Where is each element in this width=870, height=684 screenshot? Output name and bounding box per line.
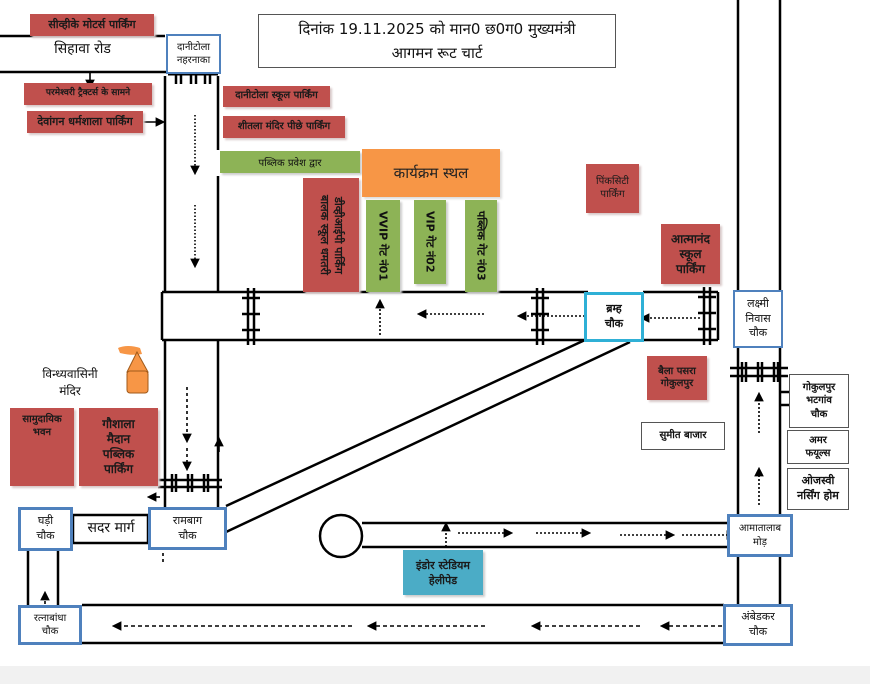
goshala-label-3: पब्लिक xyxy=(102,447,135,461)
rambagh-label-2: चौक xyxy=(178,528,197,542)
ojasvi-label-2: नर्सिंग होम xyxy=(797,489,839,502)
barricade-rambagh xyxy=(158,474,222,492)
laxmi-label-2: निवास xyxy=(745,311,771,325)
parking-samudayik-bhawan: सामुदायिक भवन xyxy=(10,408,74,486)
gokulpur-label-3: चौक xyxy=(810,408,828,420)
balak-school-label-2: डीव्हीआईपी पार्किंग xyxy=(331,196,345,274)
rambagh-label-1: रामबाग xyxy=(172,513,203,527)
atmanand-label-3: पार्किंग xyxy=(675,261,705,276)
chowk-laxmi-niwas: लक्ष्मी निवास चौक xyxy=(733,290,783,348)
vip-gate-label: VIP गेट नं02 xyxy=(423,211,437,273)
sadar-marg-label: सदर मार्ग xyxy=(87,520,135,536)
brahm-label-2: चौक xyxy=(604,317,624,330)
chowk-rathrabandha: रत्नाबांधा चौक xyxy=(18,605,82,645)
parking-danitola-school: दानीटोला स्कूल पार्किंग xyxy=(223,86,330,107)
samudayik-label-1: सामुदायिक xyxy=(22,414,62,425)
diagonal-road xyxy=(225,340,631,534)
public-entry-gate: पब्लिक प्रवेश द्वार xyxy=(220,151,360,173)
diagonal-road xyxy=(225,338,586,508)
ojasvi-label-1: ओजस्वी xyxy=(801,474,835,488)
bela-pasra-label-1: बैला पसरा xyxy=(658,365,696,377)
vvip-gate-label: VVIP गेट नं01 xyxy=(376,211,390,281)
barricade-atmanand xyxy=(698,287,716,345)
atmanand-label-2: स्कूल xyxy=(679,246,702,261)
vindhyavasini-label-1: विन्ध्यवासिनी xyxy=(42,367,98,381)
barricade-main-west xyxy=(242,288,260,345)
vindhyavasini-label-2: मंदिर xyxy=(59,383,81,398)
landmark-gokulpur-chowk: गोकुलपुर भटगांव चौक xyxy=(789,374,849,428)
public-gate: पब्लिक गेट नं03 xyxy=(465,200,497,292)
bela-pasra-label-2: गोकुलपुर xyxy=(660,378,694,389)
karyakram-sthal: कार्यक्रम स्थल xyxy=(362,149,500,197)
gokulpur-label-1: गोकुलपुर xyxy=(802,381,836,393)
ambedkar-label-2: चौक xyxy=(748,625,768,638)
rathrabandha-label-2: चौक xyxy=(41,626,59,637)
footer-bar xyxy=(0,666,870,684)
vip-gate: VIP गेट नं02 xyxy=(414,200,446,284)
laxmi-label-1: लक्ष्मी xyxy=(747,296,769,310)
chowk-ambedkar: अंबेडकर चौक xyxy=(723,604,793,646)
helipad-label-2: हेलीपेड xyxy=(428,573,458,587)
chowk-amatalab: आमातालाब मोड़ xyxy=(727,514,793,557)
public-gate-label: पब्लिक गेट नं03 xyxy=(474,211,488,281)
goshala-label-4: पार्किंग xyxy=(103,462,133,476)
ghadi-label-2: चौक xyxy=(36,529,55,542)
title-line-1: दिनांक 19.11.2025 को मान0 छ0ग0 मुख्यमंत्… xyxy=(298,20,576,38)
chowk-rambagh: रामबाग चौक xyxy=(148,507,227,550)
chowk-danitola-label: दानीटोला नहरनाका xyxy=(176,41,211,67)
atmanand-label-1: आत्मानंद xyxy=(671,231,710,246)
ghadi-label-1: घड़ी xyxy=(37,514,54,528)
helipad-indoor-stadium: इंडोर स्टेडियम हेलीपेड xyxy=(403,550,483,595)
rathrabandha-label-1: रत्नाबांधा xyxy=(33,612,67,624)
gokulpur-label-2: भटगांव xyxy=(806,395,832,407)
parking-dewangan: देवांगन धर्मशाला पार्किंग xyxy=(27,111,143,133)
goshala-label-1: गौशाला xyxy=(102,417,135,431)
landmark-amar-fuels: अमर फयूल्स xyxy=(787,430,849,464)
amar-label-2: फयूल्स xyxy=(805,448,831,459)
temple-icon xyxy=(118,346,149,394)
ambedkar-label-1: अंबेडकर xyxy=(741,610,775,624)
roundabout xyxy=(318,513,364,559)
samudayik-label-2: भवन xyxy=(32,426,52,438)
landmark-sumit-bazar: सुमीत बाजार xyxy=(641,422,725,450)
title-line-2: आगमन रूट चार्ट xyxy=(391,44,483,62)
helipad-label-1: इंडोर स्टेडियम xyxy=(416,558,470,572)
amatalab-label-2: मोड़ xyxy=(753,536,767,548)
pinkcity-label-2: पार्किंग xyxy=(600,188,625,200)
brahm-label-1: ब्रम्ह xyxy=(606,302,622,316)
landmark-vindhyavasini: विन्ध्यवासिनी मंदिर xyxy=(30,366,110,400)
sihawa-road-label: सिहावा रोड xyxy=(54,41,111,57)
amatalab-label-1: आमातालाब xyxy=(738,523,782,534)
amar-label-1: अमर xyxy=(809,434,827,446)
laxmi-label-3: चौक xyxy=(748,326,768,340)
parking-bela-pasra: बैला पसरा गोकुलपुर xyxy=(647,356,707,400)
chowk-brahm: ब्रम्ह चौक xyxy=(584,292,644,342)
parking-cvd-motors: सीव्हीके मोटर्स पार्किंग xyxy=(30,14,154,36)
goshala-label-2: मैदान xyxy=(106,432,131,446)
chart-title: दिनांक 19.11.2025 को मान0 छ0ग0 मुख्यमंत्… xyxy=(258,14,616,68)
chowk-danitola-naharnaka: दानीटोला नहरनाका xyxy=(166,34,221,74)
barricade-gokulpur xyxy=(730,362,788,382)
parking-pinkcity: पिंकसिटी पार्किंग xyxy=(586,164,639,213)
vvip-gate: VVIP गेट नं01 xyxy=(366,200,400,292)
chowk-ghadi: घड़ी चौक xyxy=(18,507,73,551)
parking-atmanand: आत्मानंद स्कूल पार्किंग xyxy=(661,224,720,284)
balak-school-label-1: बालक स्कूल धमतरी xyxy=(318,195,331,275)
pinkcity-label-1: पिंकसिटी xyxy=(596,176,629,187)
parking-goshala-maidan: गौशाला मैदान पब्लिक पार्किंग xyxy=(79,408,158,486)
parking-parmeshwari: परमेश्वरी ट्रैक्टर्स के सामने xyxy=(24,83,152,105)
parking-sheetla-mandir: शीतला मंदिर पीछे पार्किंग xyxy=(223,116,345,138)
parking-balak-school: बालक स्कूल धमतरी डीव्हीआईपी पार्किंग xyxy=(303,178,359,292)
landmark-ojasvi-nursing: ओजस्वी नर्सिंग होम xyxy=(787,468,849,510)
